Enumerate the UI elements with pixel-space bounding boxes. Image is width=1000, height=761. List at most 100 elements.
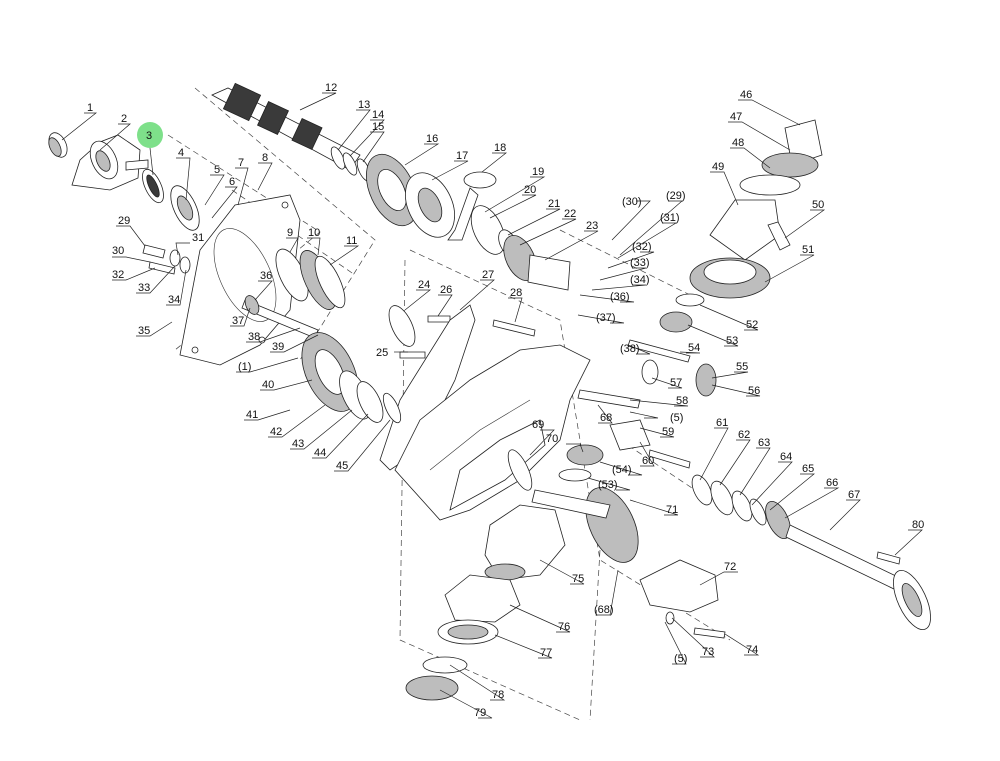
part-17-bearing bbox=[405, 172, 455, 238]
part-21-22-23-output-gear bbox=[498, 229, 571, 291]
callout-71: 71 bbox=[666, 504, 678, 516]
part-71-ring-gear bbox=[531, 487, 639, 563]
callout-paren-5a: (5) bbox=[670, 412, 683, 424]
callout-15: 15 bbox=[372, 121, 384, 133]
callout-49: 49 bbox=[712, 161, 724, 173]
callout-44: 44 bbox=[314, 447, 326, 459]
callout-57: 57 bbox=[670, 377, 682, 389]
part-46-47-48-49-diff-carrier bbox=[709, 119, 823, 261]
callout-56: 56 bbox=[748, 385, 760, 397]
callout-63: 63 bbox=[758, 437, 770, 449]
callout-26: 26 bbox=[440, 284, 452, 296]
callout-18: 18 bbox=[494, 142, 506, 154]
part-67-axle-shaft bbox=[785, 524, 931, 630]
part-72-73-74-bracket bbox=[639, 559, 726, 639]
callout-69: 69 bbox=[532, 419, 544, 431]
part-4-gear bbox=[170, 185, 200, 231]
callout-14: 14 bbox=[372, 109, 384, 121]
callout-59: 59 bbox=[662, 426, 674, 438]
callout-39: 39 bbox=[272, 341, 284, 353]
callout-6: 6 bbox=[229, 176, 235, 188]
callout-9: 9 bbox=[287, 227, 293, 239]
callout-41: 41 bbox=[246, 409, 258, 421]
callout-78: 78 bbox=[492, 689, 504, 701]
part-43-44-45-bearings bbox=[339, 370, 402, 424]
callout-paren-37: (37) bbox=[596, 312, 616, 324]
part-69-70-side-gear bbox=[507, 444, 604, 491]
callout-67: 67 bbox=[848, 489, 860, 501]
callout-27: 27 bbox=[482, 269, 494, 281]
callout-47: 47 bbox=[730, 111, 742, 123]
callout-4: 4 bbox=[178, 147, 184, 159]
part-1-nut bbox=[48, 132, 68, 158]
callout-58: 58 bbox=[676, 395, 688, 407]
callout-80: 80 bbox=[912, 519, 924, 531]
callout-48: 48 bbox=[732, 137, 744, 149]
callout-61: 61 bbox=[716, 417, 728, 429]
callout-1: 1 bbox=[87, 102, 93, 114]
callout-12: 12 bbox=[325, 82, 337, 94]
callout-42: 42 bbox=[270, 426, 282, 438]
part-housing-main bbox=[394, 344, 591, 521]
part-16-gear bbox=[365, 153, 419, 227]
callout-77: 77 bbox=[540, 647, 552, 659]
callout-79: 79 bbox=[474, 707, 486, 719]
callout-paren-34: (34) bbox=[630, 274, 650, 286]
callout-50: 50 bbox=[812, 199, 824, 211]
callout-55: 55 bbox=[736, 361, 748, 373]
part-3-seal-ring bbox=[142, 168, 164, 204]
callout-21: 21 bbox=[548, 198, 560, 210]
part-18-19-20-shift-fork bbox=[447, 171, 506, 255]
callout-32: 32 bbox=[112, 269, 124, 281]
part-76-77-78-79-bearings bbox=[405, 574, 521, 701]
callout-28: 28 bbox=[510, 287, 522, 299]
part-25-26-28-bolts bbox=[399, 315, 536, 359]
callout-3-highlight bbox=[137, 122, 163, 148]
callout-paren-68: (68) bbox=[594, 604, 614, 616]
callout-labels: 1 2 3 4 5 6 7 8 9 10 11 12 13 14 15 16 1… bbox=[87, 82, 924, 719]
callout-paren-29: (29) bbox=[666, 190, 686, 202]
callout-25: 25 bbox=[376, 347, 388, 359]
callout-13: 13 bbox=[358, 99, 370, 111]
part-55-56-57-58-cross-shaft bbox=[577, 359, 717, 409]
callout-73: 73 bbox=[702, 646, 714, 658]
callout-paren-33: (33) bbox=[630, 257, 650, 269]
callout-72: 72 bbox=[724, 561, 736, 573]
callout-paren-5b: (5) bbox=[674, 653, 687, 665]
callout-5: 5 bbox=[214, 164, 220, 176]
callout-62: 62 bbox=[738, 429, 750, 441]
callout-paren-53: (53) bbox=[598, 479, 618, 491]
part-80-stud bbox=[876, 551, 901, 565]
callout-16: 16 bbox=[426, 133, 438, 145]
callout-74: 74 bbox=[746, 644, 758, 656]
callout-22: 22 bbox=[564, 208, 576, 220]
callout-70: 70 bbox=[546, 433, 558, 445]
part-29-34-detent-assembly bbox=[142, 244, 191, 275]
leader-lines bbox=[61, 92, 923, 719]
callout-43: 43 bbox=[292, 438, 304, 450]
callout-40: 40 bbox=[262, 379, 274, 391]
part-24-seal bbox=[388, 305, 416, 347]
part-2-flange bbox=[71, 134, 149, 191]
callout-54: 54 bbox=[688, 342, 700, 354]
callout-paren-30: (30) bbox=[622, 196, 642, 208]
callout-38: 38 bbox=[248, 331, 260, 343]
callout-17: 17 bbox=[456, 150, 468, 162]
callout-66: 66 bbox=[826, 477, 838, 489]
callout-3: 3 bbox=[146, 130, 152, 142]
callout-31: 31 bbox=[192, 232, 204, 244]
callout-paren-32: (32) bbox=[632, 241, 652, 253]
callout-34: 34 bbox=[168, 294, 180, 306]
callout-60: 60 bbox=[642, 455, 654, 467]
callout-36: 36 bbox=[260, 270, 272, 282]
callout-paren-31: (31) bbox=[660, 212, 680, 224]
part-12-input-shaft bbox=[211, 82, 361, 171]
callout-65: 65 bbox=[802, 463, 814, 475]
part-61-66-axle-bearings bbox=[691, 474, 791, 540]
callout-64: 64 bbox=[780, 451, 792, 463]
callout-paren-38: (38) bbox=[620, 343, 640, 355]
callout-45: 45 bbox=[336, 460, 348, 472]
callout-19: 19 bbox=[532, 166, 544, 178]
callout-37: 37 bbox=[232, 315, 244, 327]
